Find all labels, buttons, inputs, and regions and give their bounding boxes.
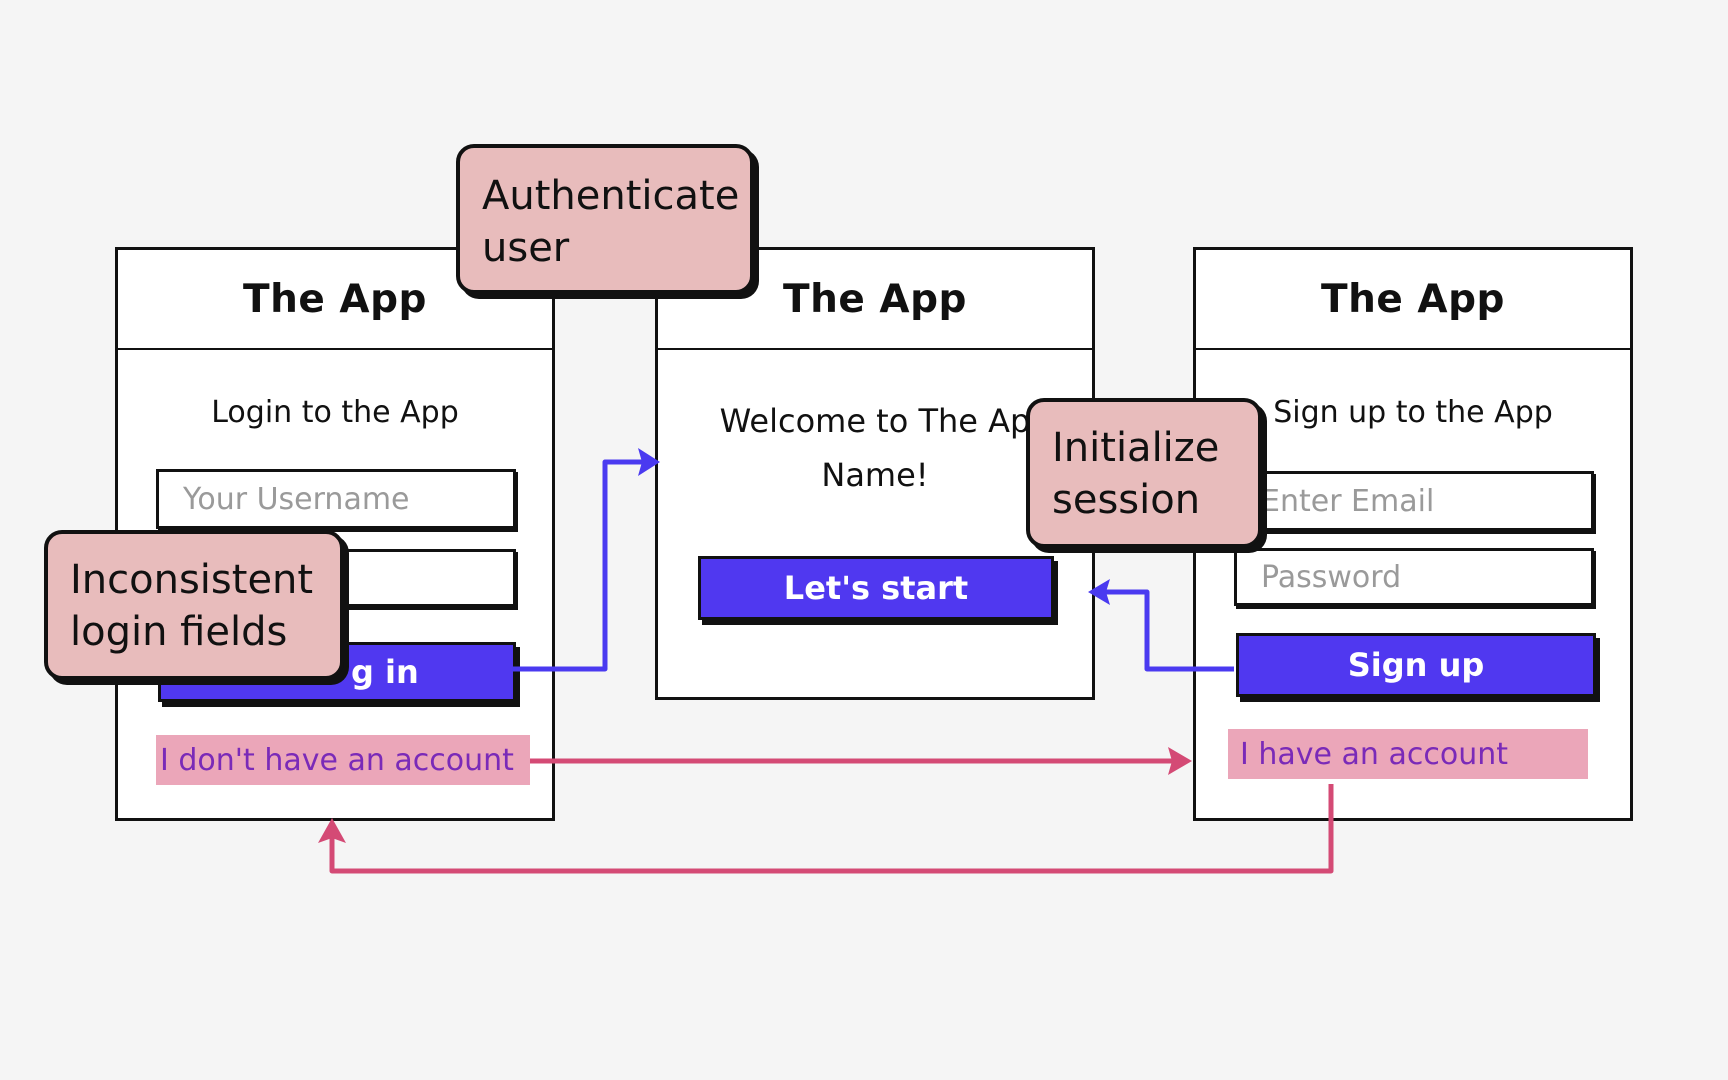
inconsistent-login-fields-callout: Inconsistent login fields [44,530,344,680]
login-to-welcome-arrowhead [638,448,660,476]
no-account-link[interactable]: I don't have an account [156,735,530,785]
welcome-heading-line2: Name! [821,456,929,494]
have-account-link[interactable]: I have an account [1228,729,1588,779]
signup-to-welcome-arrowhead [1088,579,1110,605]
lets-start-button[interactable]: Let's start [698,556,1054,620]
login-to-welcome-arrow [512,459,650,672]
welcome-screen: The App Welcome to The Ap Name! Let's st… [655,247,1095,700]
login-screen-title: The App [118,250,552,350]
signup-to-welcome-arrow [1100,589,1234,672]
authenticate-user-callout: Authenticate user [456,144,754,294]
inconsistent-line1: Inconsistent [70,557,314,603]
have-account-to-login-arrowhead [318,818,346,843]
welcome-screen-title: The App [658,250,1092,350]
inconsistent-line2: login fields [70,609,288,655]
authenticate-line2: user [482,225,570,271]
email-field[interactable]: Enter Email [1234,471,1594,531]
signup-password-field[interactable]: Password [1234,548,1594,606]
login-heading: Login to the App [211,395,459,430]
signup-screen: The App Sign up to the App Enter Email P… [1193,247,1633,821]
signup-heading: Sign up to the App [1273,395,1553,430]
username-field[interactable]: Your Username [156,469,516,529]
authenticate-line1: Authenticate [482,173,740,219]
signup-screen-title: The App [1196,250,1630,350]
initialize-session-callout: Initialize session [1026,398,1262,548]
welcome-heading-line1: Welcome to The Ap [719,402,1031,440]
have-account-to-login-arrow [329,784,1334,874]
sign-up-button[interactable]: Sign up [1236,633,1596,697]
initialize-line2: session [1052,477,1201,523]
initialize-line1: Initialize [1052,425,1220,471]
log-in-button-label: g in [351,653,419,691]
no-account-to-signup-arrowhead [1168,747,1192,775]
